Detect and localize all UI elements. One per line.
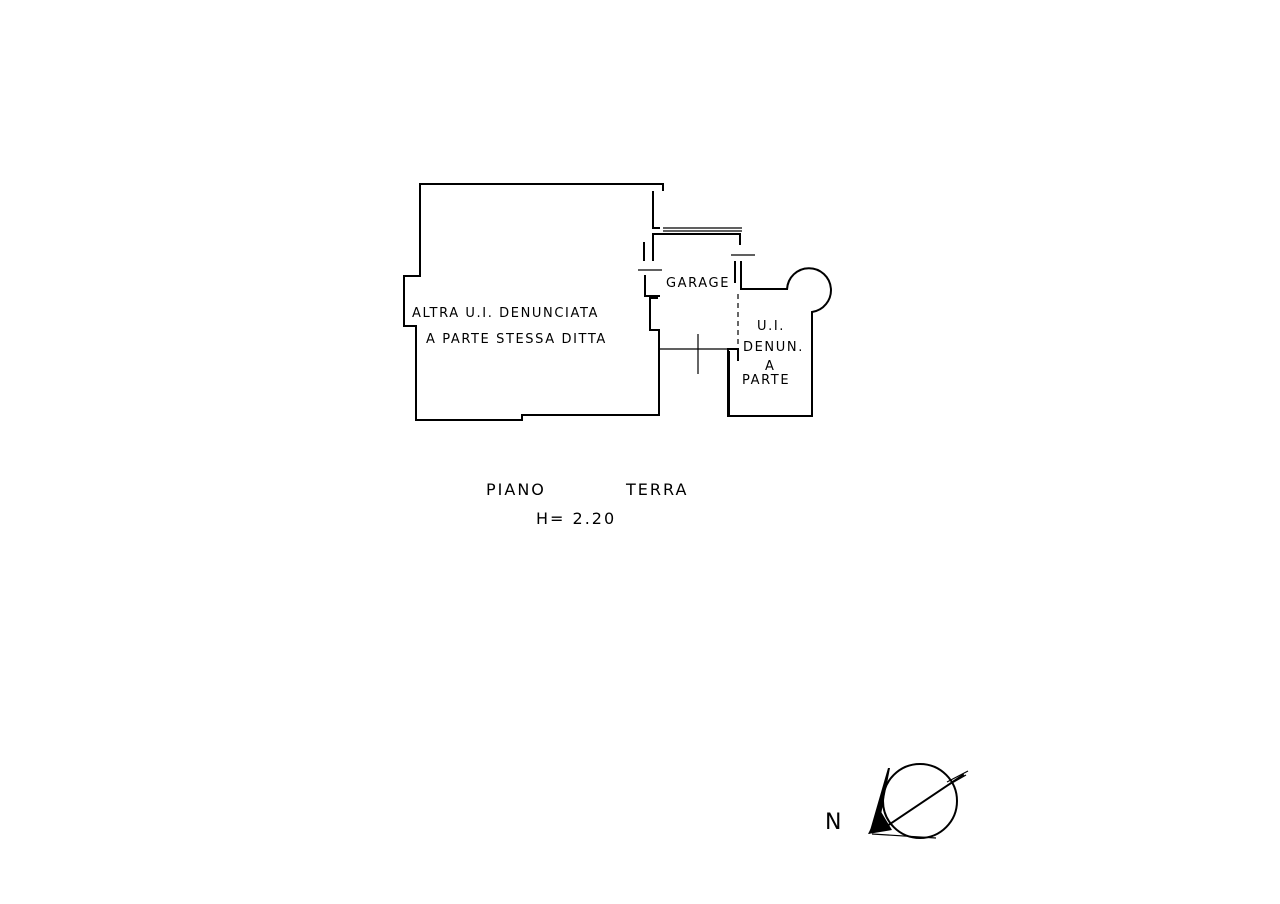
- left-unit-walls: [403, 183, 664, 421]
- right-unit-label-line2: DENUN.: [743, 340, 804, 355]
- right-unit-label-line1: U.I.: [757, 319, 785, 334]
- floor-name-word2: TERRA: [625, 480, 688, 499]
- left-unit-label-line2: A PARTE STESSA DITTA: [426, 332, 607, 347]
- right-unit-label-line3: A: [765, 359, 776, 374]
- compass-icon: [868, 763, 969, 839]
- right-unit-walls: [727, 267, 832, 417]
- north-label: N: [825, 810, 841, 835]
- right-unit-label-line4: PARTE: [742, 373, 790, 388]
- left-unit-label-line1: ALTRA U.I. DENUNCIATA: [412, 306, 599, 321]
- garage-walls: [638, 227, 788, 374]
- garage-label: GARAGE: [666, 276, 730, 291]
- floor-height: H= 2.20: [536, 509, 616, 528]
- floor-name-word1: PIANO: [486, 480, 546, 499]
